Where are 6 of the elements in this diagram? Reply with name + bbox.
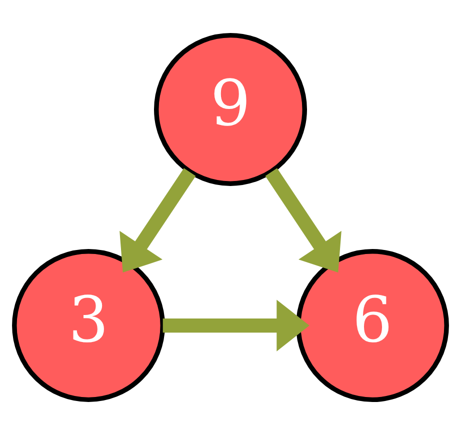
arrow: [162, 300, 310, 352]
node-circle: 6: [296, 249, 449, 402]
arrow: [265, 168, 342, 272]
node-circle: 3: [12, 249, 166, 402]
arrow: [120, 168, 196, 272]
node-circle: 9: [154, 32, 307, 186]
